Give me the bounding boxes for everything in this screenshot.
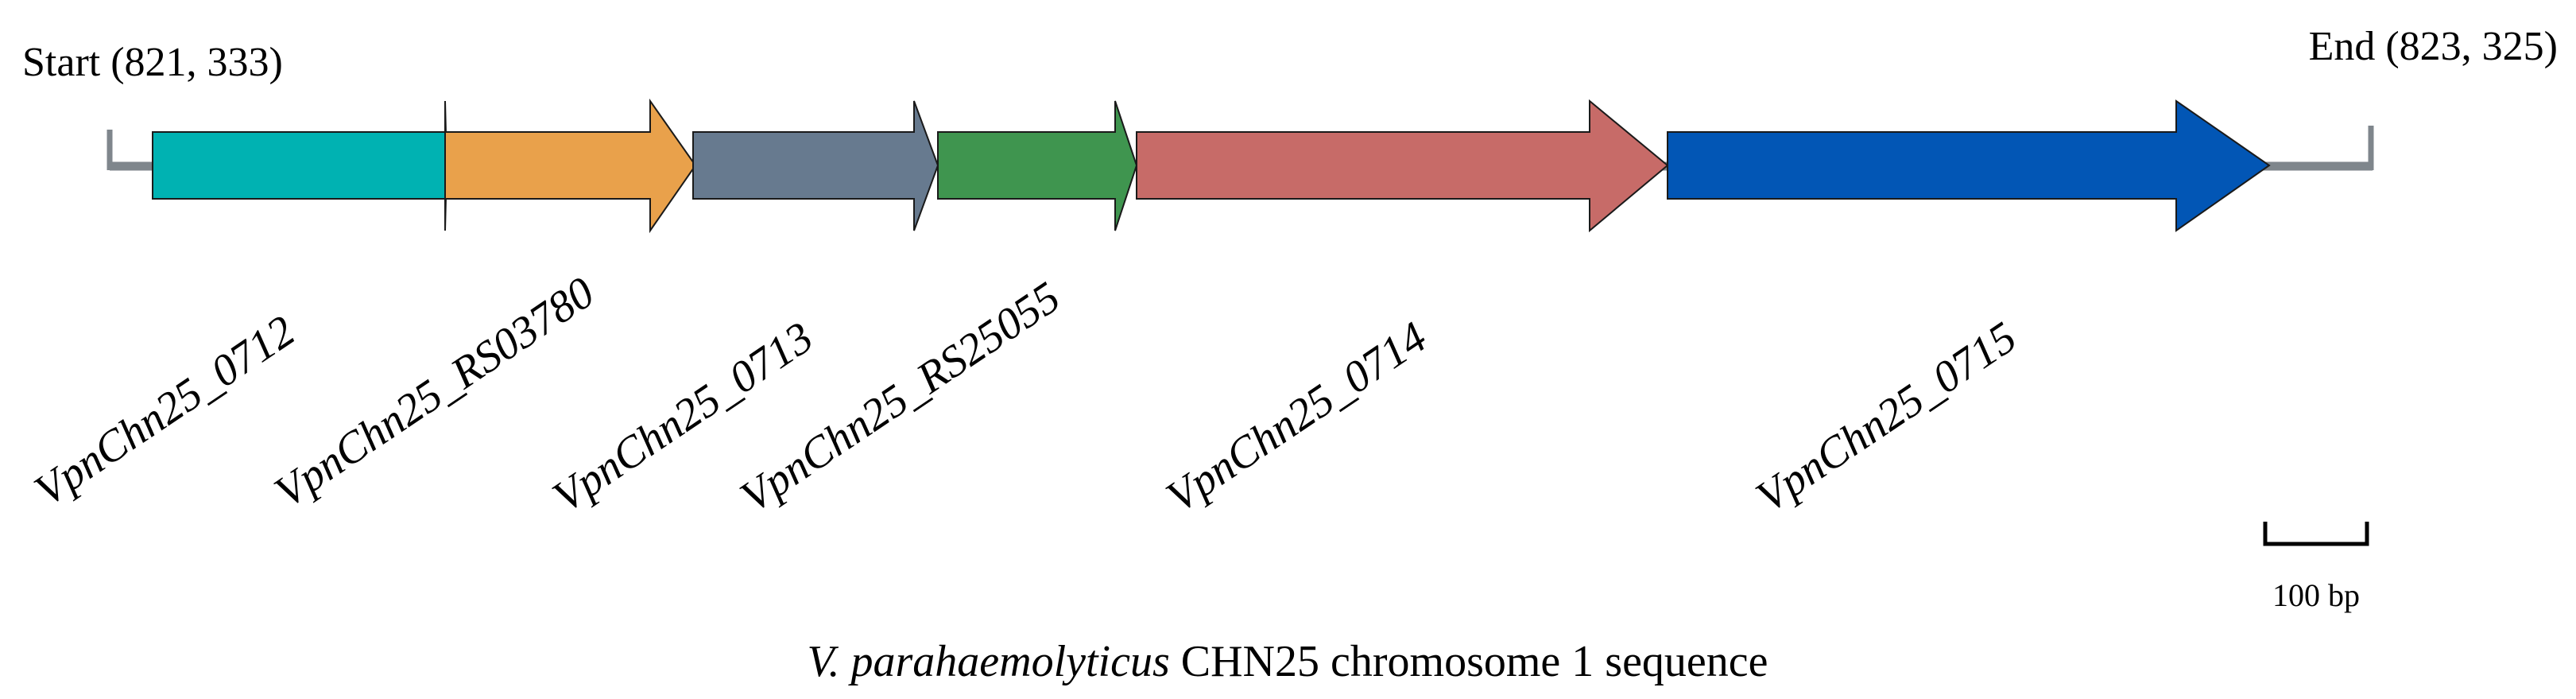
gene-arrow-vpnchn25-0712 [152, 100, 448, 231]
end-label: End (823, 325) [2309, 24, 2558, 69]
caption-rest: CHN25 chromosome 1 sequence [1170, 637, 1768, 686]
caption-species: V. parahaemolyticus [808, 637, 1170, 686]
gene-arrow-vpnchn25-rs03780 [444, 98, 697, 234]
gene-labels: VpnChn25_0712VpnChn25_RS03780VpnChn25_07… [26, 268, 2025, 522]
diagram-caption: V. parahaemolyticus CHN25 chromosome 1 s… [808, 637, 1768, 686]
gene-arrow-vpnchn25-0714 [1136, 99, 1669, 233]
gene-label-vpnchn25-0715: VpnChn25_0715 [1748, 313, 2025, 522]
gene-arrow-vpnchn25-0713 [692, 100, 939, 231]
gene-arrows [152, 98, 2271, 234]
gene-label-vpnchn25-rs25055: VpnChn25_RS25055 [732, 273, 1069, 522]
gene-label-vpnchn25-0712: VpnChn25_0712 [26, 306, 304, 516]
gene-arrow-vpnchn25-rs25055 [937, 100, 1138, 231]
gene-label-vpnchn25-0714: VpnChn25_0714 [1158, 313, 1435, 522]
scale-bar-line [2263, 522, 2369, 546]
gene-arrow-vpnchn25-0715 [1667, 99, 2271, 232]
start-label: Start (821, 333) [22, 40, 283, 85]
scale-bar-label: 100 bp [2272, 577, 2360, 613]
scale-bar: 100 bp [2263, 522, 2369, 613]
